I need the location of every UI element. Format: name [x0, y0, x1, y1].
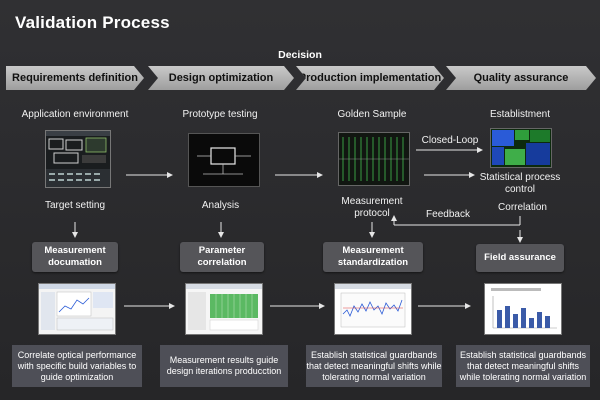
stage-quality-assurance: Quality assurance: [446, 66, 596, 90]
label-golden-sample: Golden Sample: [337, 109, 407, 120]
golden-sample-image: [338, 132, 410, 186]
field-assurance-chart-image: [484, 283, 562, 335]
label-measurement-protocol: Measurement protocol: [341, 196, 403, 219]
description-design: Measurement results guide design iterati…: [160, 345, 288, 387]
box-field-assurance: Field assurance: [476, 244, 564, 272]
correlation-screenshot-image: [185, 283, 263, 335]
label-prototype-testing: Prototype testing: [182, 109, 258, 120]
label-correlation: Correlation: [498, 202, 547, 213]
application-environment-image: [45, 130, 111, 188]
stage-production-implementation: Production implementation: [296, 66, 444, 90]
label-application-environment: Application environment: [21, 109, 129, 120]
prototype-testing-image: [188, 133, 260, 187]
stage-requirements-definition: Requirements definition: [6, 66, 144, 90]
description-quality: Establish statistical guardbands that de…: [456, 345, 590, 387]
box-measurement-standardization: Measurement standardization: [323, 242, 423, 272]
label-analysis: Analysis: [201, 200, 240, 211]
decision-label: Decision: [278, 49, 322, 61]
establistment-image: [490, 128, 552, 168]
slide-title: Validation Process: [15, 13, 170, 32]
label-feedback: Feedback: [426, 209, 470, 220]
box-measurement-documation: Measurement documation: [32, 242, 118, 272]
standardization-chart-image: [334, 283, 412, 335]
box-parameter-correlation: Parameter correlation: [180, 242, 264, 272]
label-closed-loop: Closed-Loop: [421, 135, 479, 146]
stage-design-optimization: Design optimization: [148, 66, 294, 90]
description-production: Establish statistical guardbands that de…: [306, 345, 442, 387]
label-establistment: Establistment: [489, 109, 551, 120]
documentation-screenshot-image: [38, 283, 116, 335]
description-requirements: Correlate optical performance with speci…: [12, 345, 142, 387]
label-target-setting: Target setting: [44, 200, 106, 211]
label-statistical-process-control: Statistical process control: [479, 172, 561, 195]
